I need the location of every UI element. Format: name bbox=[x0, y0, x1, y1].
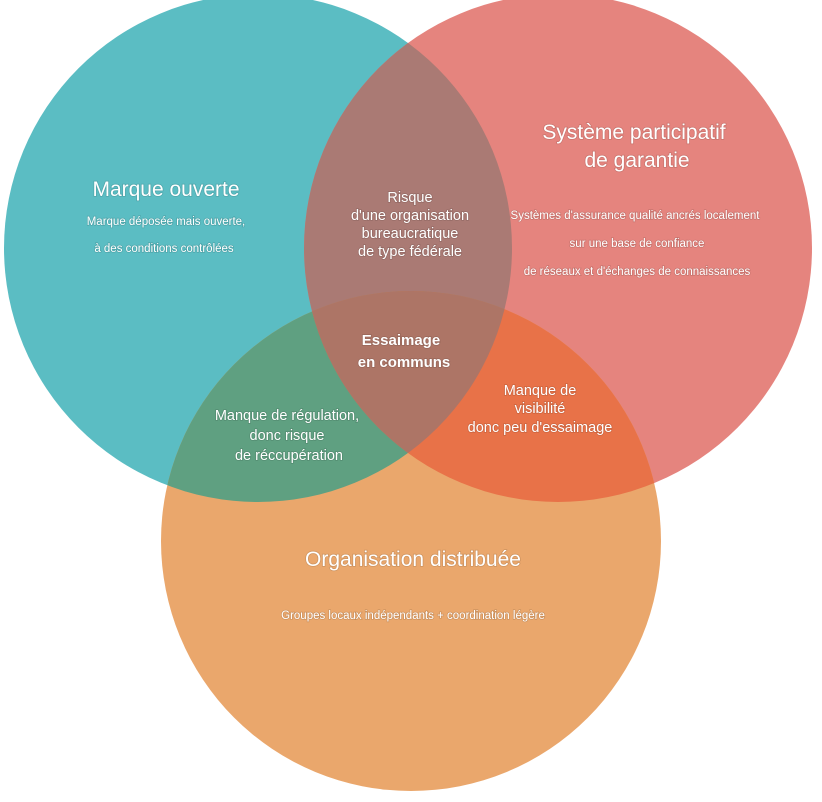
spg-desc-2: sur une base de confiance bbox=[570, 238, 705, 250]
marque-desc-1: Marque déposée mais ouverte, bbox=[87, 216, 246, 228]
marque-desc-2: à des conditions contrôlées bbox=[94, 243, 234, 255]
overlap-spg-orga bbox=[304, 291, 661, 502]
overlap-marque-spg-line-3: bureaucratique bbox=[362, 226, 459, 242]
overlap-marque-orga bbox=[161, 291, 512, 502]
overlap-marque-orga-line-2: donc risque bbox=[250, 428, 325, 444]
overlap-spg-orga-line-3: donc peu d'essaimage bbox=[468, 420, 613, 436]
orga-desc-1: Groupes locaux indépendants + coordinati… bbox=[281, 610, 545, 622]
overlap-marque-orga-line-3: de réccupération bbox=[235, 448, 343, 464]
spg-desc-3: de réseaux et d'échanges de connaissance… bbox=[524, 266, 751, 278]
overlap-marque-orga-line-1: Manque de régulation, bbox=[215, 408, 359, 424]
marque-title: Marque ouverte bbox=[92, 178, 239, 201]
overlap-marque-spg-line-1: Risque bbox=[387, 190, 432, 206]
spg-title-2: de garantie bbox=[584, 149, 689, 172]
center-line-2: en communs bbox=[358, 354, 451, 371]
overlap-spg-orga-line-1: Manque de bbox=[504, 383, 577, 399]
spg-title-1: Système participatif bbox=[542, 121, 725, 144]
overlap-spg-orga-line-2: visibilité bbox=[515, 401, 566, 417]
center-line-1: Essaimage bbox=[362, 332, 440, 349]
spg-desc-1: Systèmes d'assurance qualité ancrés loca… bbox=[511, 210, 761, 222]
overlap-marque-spg-line-2: d'une organisation bbox=[351, 208, 469, 224]
overlap-marque-spg-line-4: de type fédérale bbox=[358, 244, 462, 260]
orga-title: Organisation distribuée bbox=[305, 548, 521, 571]
